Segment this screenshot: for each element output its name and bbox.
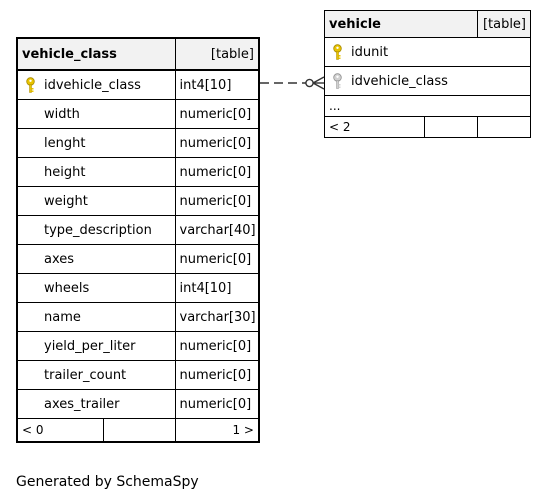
- column-name: trailer_count: [16, 360, 176, 390]
- column-name: lenght: [16, 128, 176, 158]
- column-name: name: [16, 302, 176, 332]
- footer-spacer: [102, 418, 176, 443]
- column-row[interactable]: wheels int4[10]: [16, 273, 260, 303]
- column-type: numeric[0]: [174, 331, 260, 361]
- column-name: width: [16, 99, 176, 129]
- column-name: axes_trailer: [16, 389, 176, 419]
- column-row[interactable]: idunit: [323, 37, 532, 67]
- foreign-key-icon: [333, 73, 342, 89]
- column-type: int4[10]: [174, 273, 260, 303]
- column-name: idunit: [323, 37, 532, 67]
- column-name: type_description: [16, 215, 176, 245]
- column-type: numeric[0]: [174, 389, 260, 419]
- table-header: vehicle [table]: [323, 10, 532, 38]
- column-name: weight: [16, 186, 176, 216]
- column-name: idvehicle_class: [323, 66, 532, 96]
- column-row[interactable]: yield_per_liter numeric[0]: [16, 331, 260, 361]
- vehicle-class-table[interactable]: vehicle_class [table] idvehicle_class in…: [16, 37, 260, 443]
- column-row[interactable]: name varchar[30]: [16, 302, 260, 332]
- table-header: vehicle_class [table]: [16, 37, 260, 71]
- optional-circle-marker: [305, 78, 314, 88]
- children-count[interactable]: 1 >: [174, 418, 260, 443]
- column-row[interactable]: idvehicle_class: [323, 66, 532, 96]
- generated-by-footer: Generated by SchemaSpy: [16, 474, 199, 490]
- crows-foot-upper: [312, 76, 325, 84]
- column-row[interactable]: trailer_count numeric[0]: [16, 360, 260, 390]
- footer-spacer: [477, 116, 532, 138]
- column-type: numeric[0]: [174, 99, 260, 129]
- column-name: height: [16, 157, 176, 187]
- table-footer: < 2: [324, 116, 532, 138]
- column-row[interactable]: axes_trailer numeric[0]: [16, 389, 260, 419]
- table-footer: < 0 1 >: [16, 418, 260, 443]
- table-name[interactable]: vehicle_class: [16, 37, 176, 71]
- table-kind: [table]: [174, 37, 260, 71]
- table-name[interactable]: vehicle: [323, 10, 479, 38]
- column-row[interactable]: axes numeric[0]: [16, 244, 260, 274]
- column-name: wheels: [16, 273, 176, 303]
- column-row[interactable]: width numeric[0]: [16, 99, 260, 129]
- parents-count[interactable]: < 0: [16, 418, 104, 443]
- column-type: int4[10]: [174, 69, 260, 100]
- column-row[interactable]: idvehicle_class int4[10]: [16, 69, 260, 100]
- column-type: numeric[0]: [174, 360, 260, 390]
- column-row[interactable]: type_description varchar[40]: [16, 215, 260, 245]
- vehicle-table[interactable]: vehicle [table] idunit idvehicle_class: [323, 10, 532, 138]
- crows-foot-lower: [312, 82, 325, 90]
- column-name: yield_per_liter: [16, 331, 176, 361]
- primary-key-icon: [26, 77, 35, 93]
- column-type: varchar[30]: [174, 302, 260, 332]
- table-kind: [table]: [477, 10, 532, 38]
- primary-key-icon: [333, 44, 342, 60]
- parents-count[interactable]: < 2: [324, 116, 425, 138]
- column-row[interactable]: height numeric[0]: [16, 157, 260, 187]
- footer-spacer: [423, 116, 479, 138]
